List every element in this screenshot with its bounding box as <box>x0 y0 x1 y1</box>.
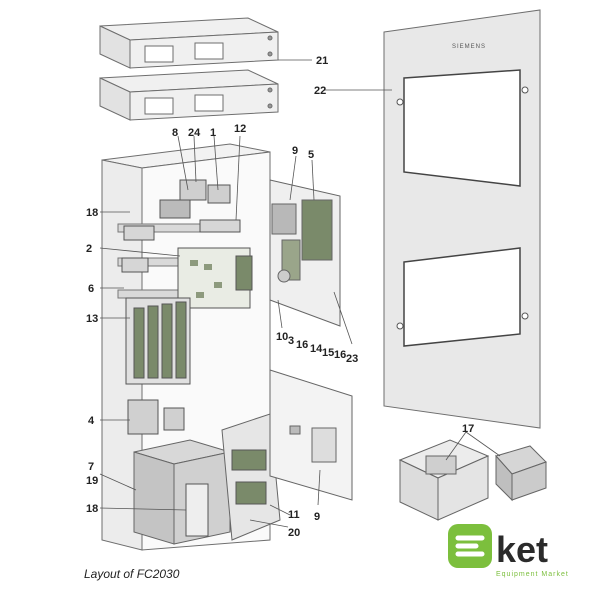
diagram-caption: Layout of FC2030 <box>84 567 180 581</box>
callout-9-upper: 9 <box>292 145 298 157</box>
callout-20: 20 <box>288 527 300 539</box>
logo-wordmark: ket <box>496 529 548 570</box>
callout-22: 22 <box>314 85 326 97</box>
callouts: 21 22 8 24 1 12 9 5 18 2 6 13 4 7 19 18 … <box>86 55 474 539</box>
callout-21: 21 <box>316 55 328 67</box>
ket-logo: ket Equipment Market <box>448 524 569 578</box>
callout-8: 8 <box>172 127 178 139</box>
logo-tagline: Equipment Market <box>496 571 569 578</box>
terminal-strip <box>127 399 185 435</box>
callout-9-lower: 9 <box>314 511 320 523</box>
callout-10: 10 <box>276 331 288 343</box>
battery-compartment <box>133 439 231 545</box>
callout-7: 7 <box>88 461 94 473</box>
callout-15: 15 <box>322 347 334 359</box>
rack-chassis-lower <box>99 69 279 121</box>
power-supply-module <box>159 179 231 219</box>
detail-module-assembly <box>398 439 547 521</box>
terminal-blocks <box>121 219 241 273</box>
callout-13: 13 <box>86 313 98 325</box>
panel-brand-label: SIEMENS <box>452 44 486 50</box>
callout-17: 17 <box>462 423 474 435</box>
lower-door <box>269 369 353 501</box>
callout-14: 14 <box>310 343 323 355</box>
lower-door-board <box>221 413 281 541</box>
callout-1: 1 <box>210 127 216 139</box>
upper-door-panel <box>269 179 341 327</box>
callout-24: 24 <box>188 127 201 139</box>
callout-23: 23 <box>346 353 358 365</box>
rack-chassis-upper <box>99 17 279 69</box>
callout-16-a: 16 <box>296 339 308 351</box>
leader-lines <box>99 59 501 528</box>
callout-6: 6 <box>88 283 94 295</box>
callout-4: 4 <box>88 415 95 427</box>
callout-5: 5 <box>308 149 314 161</box>
callout-18-lower: 18 <box>86 503 98 515</box>
front-panel-door: SIEMENS <box>383 9 541 429</box>
callout-12: 12 <box>234 123 246 135</box>
callout-3: 3 <box>288 335 294 347</box>
callout-19: 19 <box>86 475 98 487</box>
callout-16-b: 16 <box>334 349 346 361</box>
callout-11: 11 <box>288 509 300 521</box>
callout-2: 2 <box>86 243 92 255</box>
callout-18-upper: 18 <box>86 207 98 219</box>
card-rack <box>125 297 191 385</box>
